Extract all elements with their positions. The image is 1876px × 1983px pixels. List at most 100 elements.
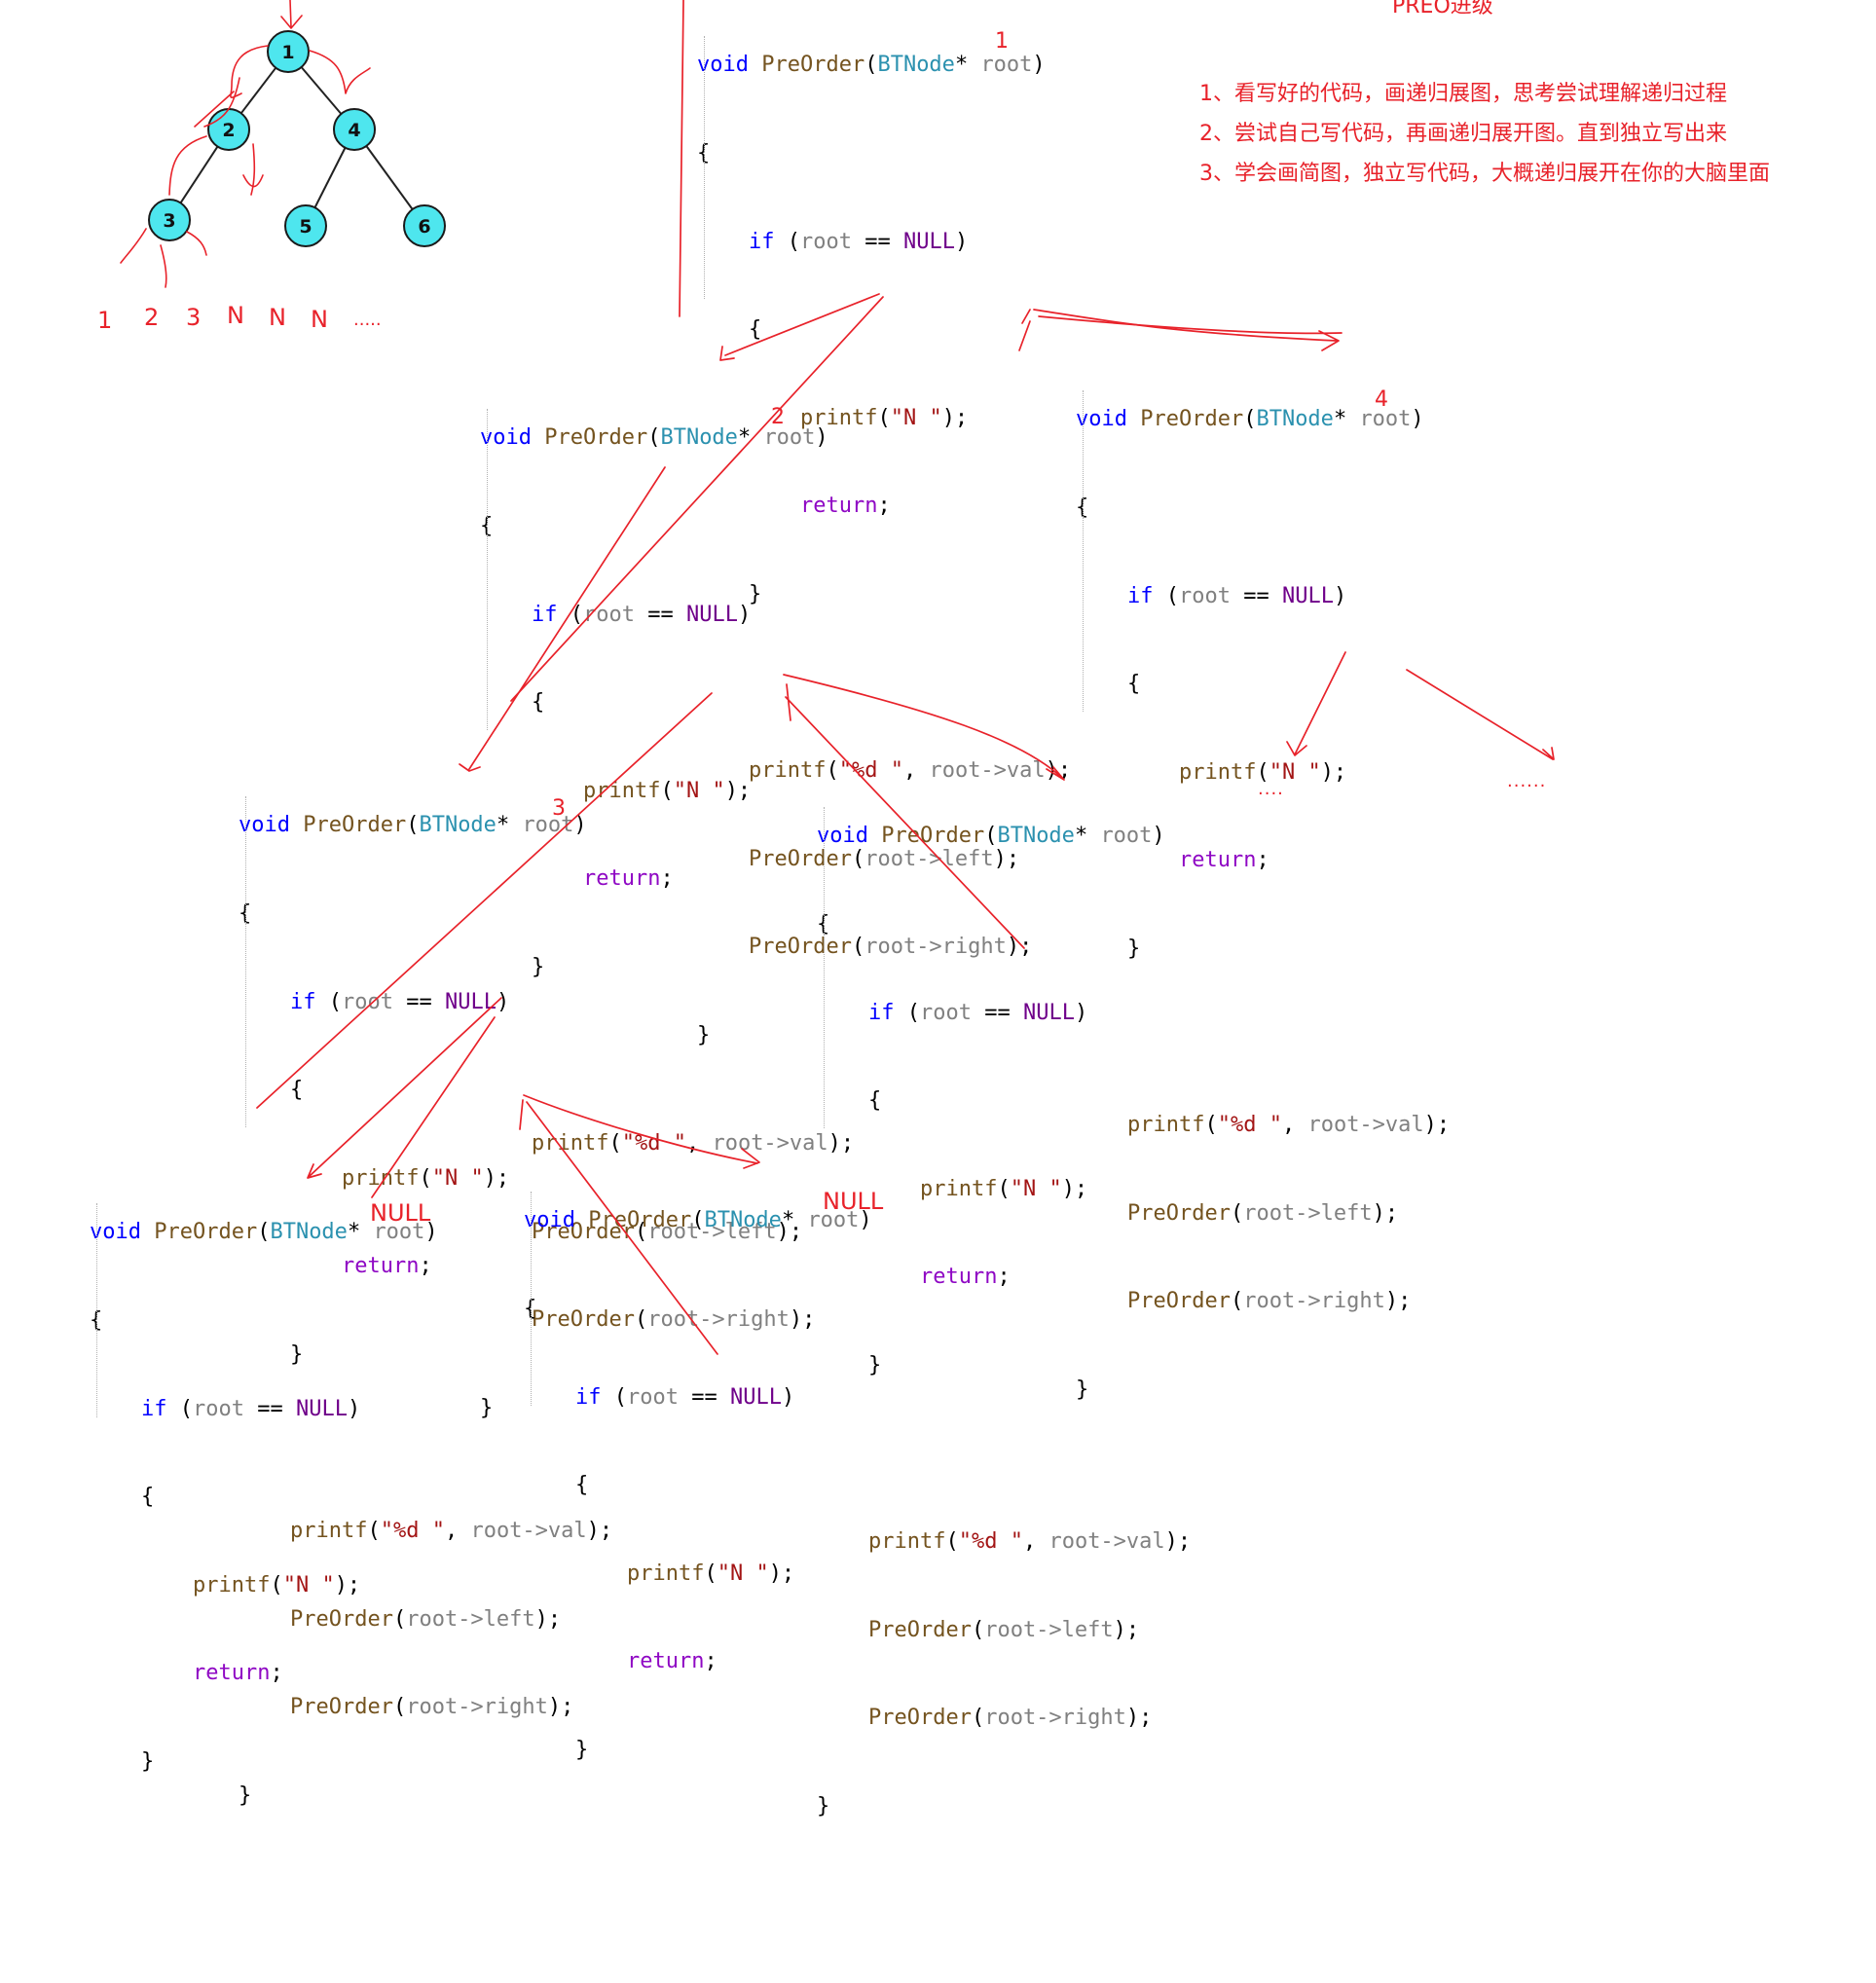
sequence-item-1: 1 xyxy=(97,307,113,334)
tree-entry-arrow xyxy=(280,0,303,29)
printf-val-line: printf("%d ", root->val); xyxy=(817,1527,1191,1557)
open-brace: { xyxy=(480,514,494,538)
paren: ( xyxy=(634,1307,648,1333)
brace: } xyxy=(748,581,762,606)
var: root xyxy=(919,1000,972,1025)
paren: ( xyxy=(1230,1289,1244,1314)
paren: ( xyxy=(328,989,342,1014)
val-expr: root->val xyxy=(929,758,1046,784)
void-keyword: void xyxy=(90,1220,141,1245)
right-expr: root->right xyxy=(864,935,1007,960)
paren: ); xyxy=(1125,1706,1153,1731)
tree-edge-2-3 xyxy=(179,146,219,203)
paren: ) xyxy=(815,425,828,451)
recursion-arrow-5 xyxy=(1038,315,1343,335)
return-line: return; xyxy=(817,1263,1191,1292)
operator: == xyxy=(864,229,891,254)
var: root xyxy=(1178,583,1231,608)
brace: } xyxy=(531,954,545,979)
param-name: root xyxy=(980,53,1033,78)
paren: ( xyxy=(1243,407,1257,432)
if-keyword: if xyxy=(1126,583,1154,608)
header-fragment: PREO进级 xyxy=(1392,0,1493,18)
var: root xyxy=(626,1384,679,1410)
operator: == xyxy=(984,1000,1011,1025)
paren: ); xyxy=(789,1307,816,1333)
if-keyword: if xyxy=(748,229,775,254)
paren: ( xyxy=(660,778,674,803)
recursion-arrow-9 xyxy=(783,674,1065,781)
type-name: BTNode xyxy=(660,425,738,451)
val-expr: root->val xyxy=(1048,1529,1165,1555)
tree-node-label-6: 6 xyxy=(418,216,430,238)
indent-guide xyxy=(824,807,825,1128)
string-literal: "N " xyxy=(282,1572,335,1597)
brace: { xyxy=(289,1078,304,1103)
return-line: return; xyxy=(1076,846,1450,875)
recursion-arrow-11 xyxy=(786,683,791,721)
paren: ); xyxy=(1164,1529,1192,1555)
paren: ( xyxy=(704,1561,717,1586)
indent-guide xyxy=(487,409,488,730)
printf-call: printf xyxy=(867,1529,946,1555)
function-name: PreOrder xyxy=(1140,407,1244,432)
separator: , xyxy=(902,758,930,784)
recursion-arrow-2 xyxy=(719,293,880,361)
tree-node-6 xyxy=(403,204,446,247)
right-call-line: PreOrder(root->right); xyxy=(697,933,1071,962)
tree-scribble xyxy=(309,50,371,94)
brace: { xyxy=(531,690,545,716)
param-name: root xyxy=(522,813,574,838)
if-keyword: if xyxy=(289,989,316,1014)
paren: ) xyxy=(496,989,510,1014)
if-keyword: if xyxy=(574,1384,602,1410)
null-macro: NULL xyxy=(1281,583,1334,608)
function-name: PreOrder xyxy=(881,824,985,849)
tree-edge-1-2 xyxy=(239,67,277,114)
left-call-line: PreOrder(root->left); xyxy=(697,845,1071,874)
return-keyword: return xyxy=(192,1661,271,1686)
blank-line xyxy=(817,1440,1191,1469)
printf-n-line: printf("N "); xyxy=(817,1175,1191,1204)
signature-line: void PreOrder(BTNode* root) xyxy=(697,51,1071,80)
paren: ( xyxy=(864,53,878,78)
paren: ( xyxy=(257,1220,271,1245)
signature-line: void PreOrder(BTNode* root) xyxy=(90,1218,438,1247)
semicolon: ; xyxy=(419,1254,432,1279)
type-name: BTNode xyxy=(270,1220,348,1245)
printf-call: printf xyxy=(748,758,827,784)
function-name: PreOrder xyxy=(588,1208,692,1233)
paren: ( xyxy=(971,1617,985,1642)
pointer-star: * xyxy=(1333,407,1347,432)
paren: ); xyxy=(1320,759,1347,785)
if-open-brace: { xyxy=(239,1076,612,1105)
sequence-item-7: ..... xyxy=(353,310,382,330)
function-name: PreOrder xyxy=(531,1219,635,1244)
ellipsis-left: .... xyxy=(1258,779,1284,799)
frame-label-4: 3 xyxy=(552,796,566,821)
string-literal: "N " xyxy=(673,778,725,803)
paren: ( xyxy=(1230,1200,1244,1226)
paren: ( xyxy=(1165,583,1179,608)
sequence-item-6: N xyxy=(311,306,328,333)
paren: ); xyxy=(776,1219,803,1244)
if-line: if (root == NULL) xyxy=(90,1395,438,1424)
paren: ( xyxy=(270,1572,283,1597)
paren: ); xyxy=(1384,1289,1412,1314)
string-literal: "N " xyxy=(890,405,942,430)
printf-n-line: printf("N "); xyxy=(239,1164,612,1193)
paren: ( xyxy=(608,1131,622,1157)
ellipsis-right: ...... xyxy=(1507,771,1547,791)
frame-label-3: 4 xyxy=(1375,387,1388,412)
if-open-brace: { xyxy=(817,1086,1191,1116)
right-expr: root->right xyxy=(647,1307,790,1333)
preorder-frame-2: void PreOrder(BTNode* root) { if (root =… xyxy=(480,365,854,1483)
open-brace: { xyxy=(90,1308,103,1333)
close-brace: } xyxy=(817,1793,830,1818)
type-name: BTNode xyxy=(877,53,955,78)
paren: ) xyxy=(1152,824,1165,849)
indent-guide xyxy=(96,1203,97,1417)
recursion-arrow-1 xyxy=(679,0,684,317)
function-name: PreOrder xyxy=(1126,1289,1231,1314)
void-keyword: void xyxy=(697,53,749,78)
